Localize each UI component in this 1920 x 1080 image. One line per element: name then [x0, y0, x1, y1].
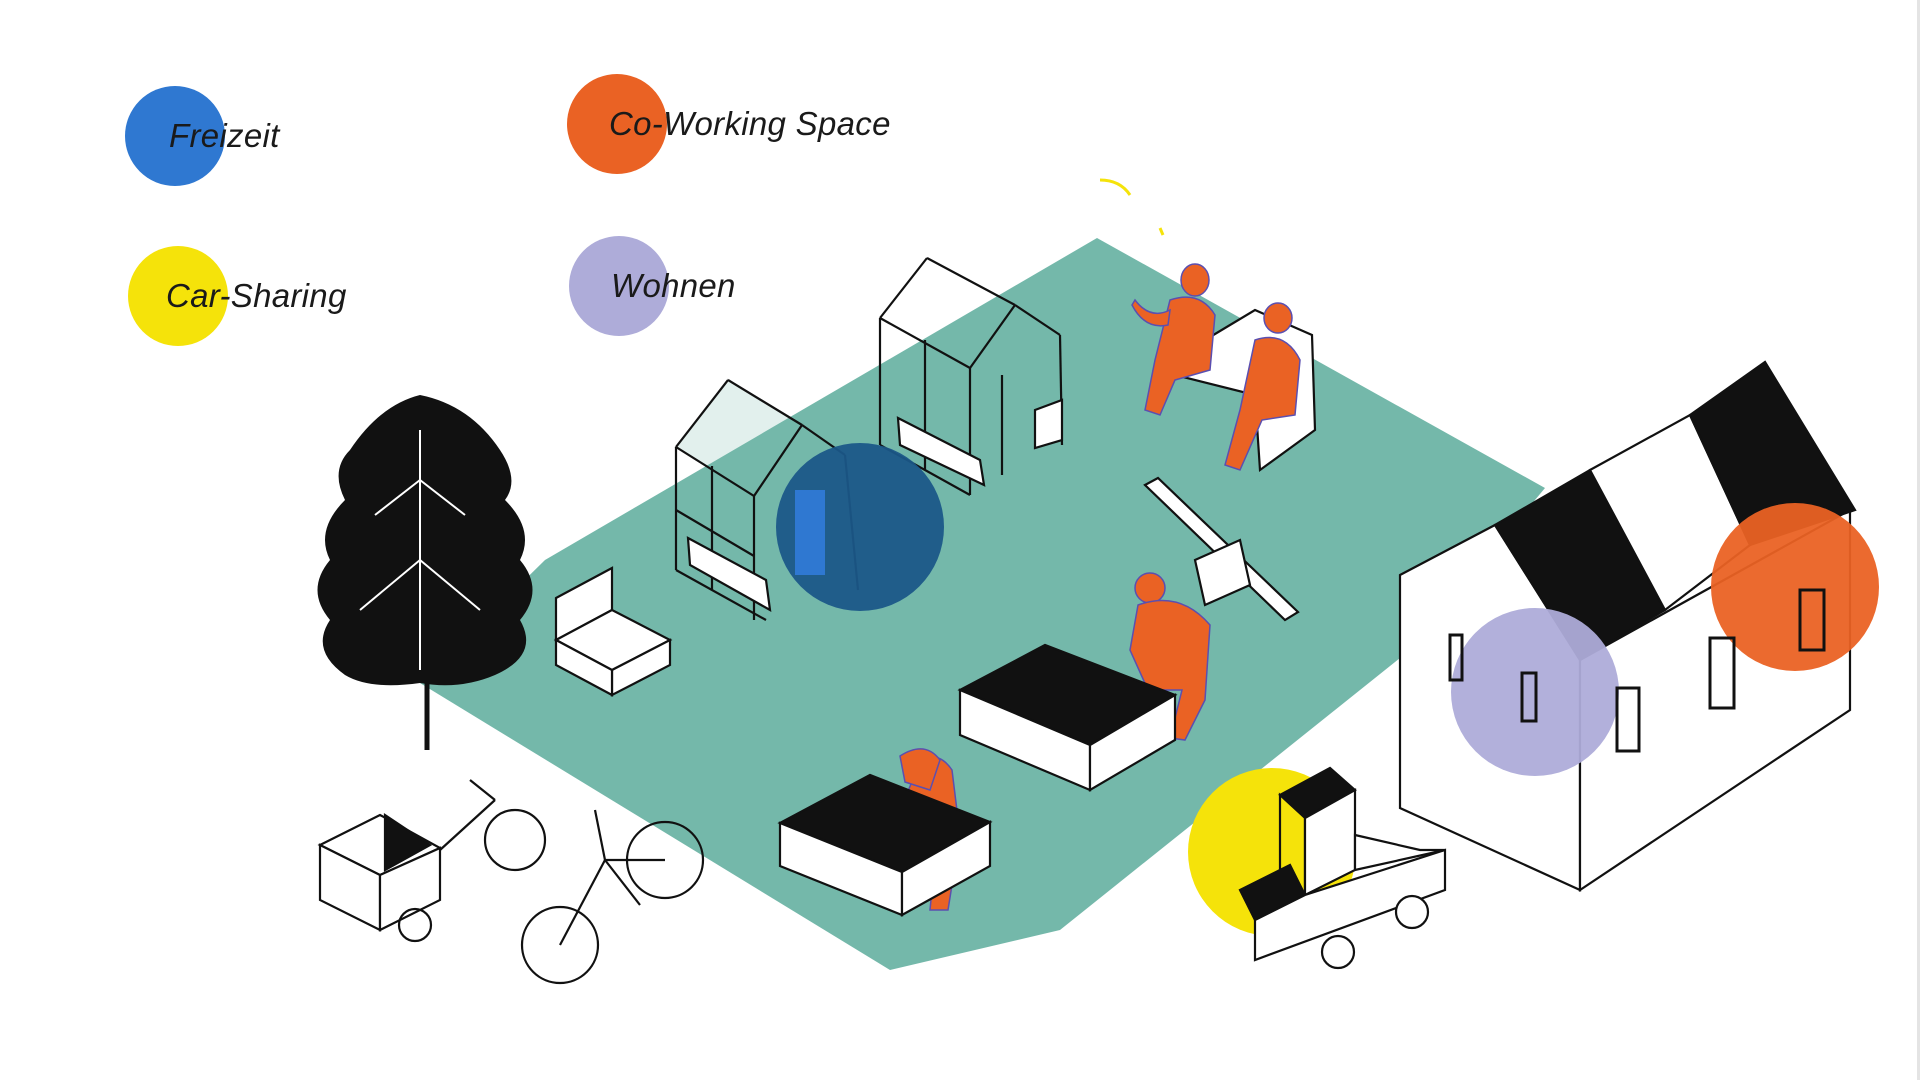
- bicycle: [520, 809, 705, 985]
- legend-label-freizeit: Freizeit: [169, 117, 280, 154]
- legend-item-wohnen: Wohnen: [569, 236, 829, 336]
- truck: [1238, 766, 1447, 970]
- seesaw: [1143, 476, 1300, 622]
- tree-icon: [317, 395, 533, 750]
- legend-label-carsharing: Car-Sharing: [166, 277, 347, 314]
- legend-label-wohnen: Wohnen: [611, 267, 736, 304]
- legend-item-carsharing: Car-Sharing: [128, 246, 448, 346]
- coworking-dot: [567, 74, 667, 174]
- cargo-bike: [317, 779, 547, 943]
- right-edge-divider: [1917, 0, 1920, 1080]
- carsharing-dot: [128, 246, 228, 346]
- legend-label-coworking: Co-Working Space: [609, 105, 891, 142]
- bench: [553, 566, 673, 697]
- house-windows: [1448, 588, 1826, 753]
- legend-item-coworking: Co-Working Space: [567, 74, 947, 174]
- wohnen-dot: [569, 236, 669, 336]
- coworking-highlight: [1711, 503, 1879, 671]
- freizeit-dot: [125, 86, 225, 186]
- planter-boxes: [777, 643, 1178, 917]
- legend-item-freizeit: Freizeit: [125, 86, 385, 186]
